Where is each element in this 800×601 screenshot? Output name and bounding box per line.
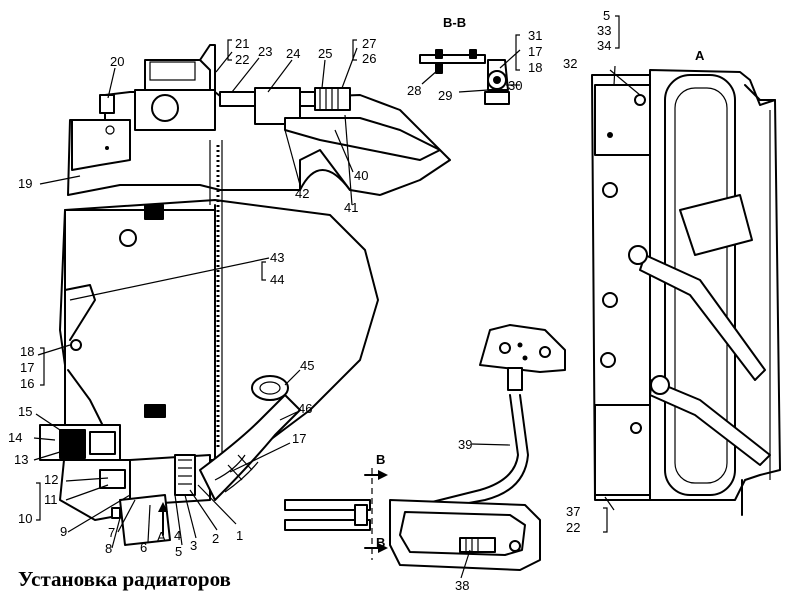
callout-45: 45 (300, 358, 314, 373)
callout-20: 20 (110, 54, 124, 69)
callout-34: 34 (597, 38, 611, 53)
callout-42: 42 (295, 186, 309, 201)
drawing-title: Установка радиаторов (18, 567, 231, 591)
callout-33: 33 (597, 23, 611, 38)
arrow-a-label: А (157, 529, 166, 544)
callout-9: 9 (60, 524, 67, 539)
callout-17-bb: 17 (528, 44, 542, 59)
callout-7: 7 (108, 525, 115, 540)
callout-43: 43 (270, 250, 284, 265)
left-assembly (39, 44, 451, 546)
callout-4: 4 (174, 528, 181, 543)
callout-16: 16 (20, 376, 34, 391)
callout-27: 27 (362, 36, 376, 51)
callout-18-bb: 18 (528, 60, 542, 75)
callout-15: 15 (18, 404, 32, 419)
callout-38: 38 (455, 578, 469, 593)
lower-bracket (284, 324, 566, 571)
callout-23: 23 (258, 44, 272, 59)
callout-labels: 20 21 22 23 24 25 27 26 19 42 40 41 43 4… (8, 8, 705, 593)
callout-21: 21 (235, 36, 249, 51)
callout-6: 6 (140, 540, 147, 555)
cut-marker-bottom: В (376, 535, 385, 550)
callout-39: 39 (458, 437, 472, 452)
cut-marker-top: В (376, 452, 385, 467)
callout-14: 14 (8, 430, 22, 445)
callout-5: 5 (175, 544, 182, 559)
callout-29: 29 (438, 88, 452, 103)
callout-46: 46 (298, 401, 312, 416)
callout-5-view: 5 (603, 8, 610, 23)
callout-41: 41 (344, 200, 358, 215)
callout-19: 19 (18, 176, 32, 191)
callout-32: 32 (563, 56, 577, 71)
callout-1: 1 (236, 528, 243, 543)
callout-2: 2 (212, 531, 219, 546)
callout-12: 12 (44, 472, 58, 487)
callout-25: 25 (318, 46, 332, 61)
callout-37: 37 (566, 504, 580, 519)
section-bb (419, 49, 510, 105)
callout-24: 24 (286, 46, 300, 61)
callout-17: 17 (20, 360, 34, 375)
view-a (591, 69, 781, 516)
callout-17-hose: 17 (292, 431, 306, 446)
callout-26: 26 (362, 51, 376, 66)
callout-10: 10 (18, 511, 32, 526)
callout-13: 13 (14, 452, 28, 467)
callout-18: 18 (20, 344, 34, 359)
view-a-title: А (695, 48, 705, 63)
callout-30: 30 (508, 78, 522, 93)
callout-44: 44 (270, 272, 284, 287)
callout-8: 8 (105, 541, 112, 556)
callout-31: 31 (528, 28, 542, 43)
callout-3: 3 (190, 538, 197, 553)
leader-lines (33, 15, 641, 579)
callout-11: 11 (44, 492, 58, 507)
section-bb-title: В-В (443, 15, 466, 30)
callout-22-view: 22 (566, 520, 580, 535)
drain-valve-block (39, 424, 211, 546)
callout-22: 22 (235, 52, 249, 67)
callout-28: 28 (407, 83, 421, 98)
callout-40: 40 (354, 168, 368, 183)
